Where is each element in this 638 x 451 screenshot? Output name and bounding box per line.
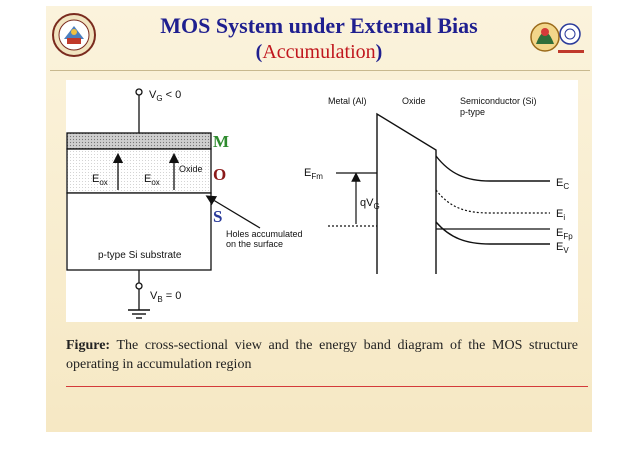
qvg-label: qVG [360,197,380,211]
band-oxide-label: Oxide [402,96,426,106]
substrate-label: p-type Si substrate [98,250,182,261]
title-divider [50,70,590,71]
holes-callout-line1: Holes accumulated [226,229,303,239]
oxide-layer [66,148,212,194]
body-voltage-label: VB = 0 [150,290,181,304]
footer-divider [66,386,588,387]
oxide-label-cross: Oxide [179,164,203,174]
metal-layer [66,132,212,150]
holes-callout-line2: on the surface [226,239,283,249]
semiconductor-letter: S [213,207,222,226]
ei-label: Ei [556,208,565,222]
efm-label: EFm [304,167,323,181]
holes-pointer-arrow [205,195,261,229]
figure-caption: Figure: The cross-sectional view and the… [66,336,578,374]
slide-subtitle: (Accumulation) [46,40,592,64]
eox-label-left: Eox [92,173,108,187]
ec-label: EC [556,177,569,191]
slide-title: MOS System under External Bias [160,13,478,38]
conduction-band [435,155,550,182]
subtitle-paren-close: ) [375,41,383,63]
efp-label: EFp [556,227,573,241]
band-semi-label-line1: Semiconductor (Si) [460,96,537,106]
intrinsic-level [435,189,550,214]
body-terminal [135,270,143,310]
ev-label: EV [556,241,569,255]
caption-text: The cross-sectional view and the energy … [66,338,578,372]
substrate-layer [66,192,212,271]
oxide-barrier [376,112,437,274]
institute-emblem-icon [530,22,584,53]
subtitle-word: Accumulation [262,41,376,63]
band-metal-label: Metal (Al) [328,96,367,106]
metal-letter: M [213,132,229,151]
gate-voltage-label: VG < 0 [149,89,181,103]
caption-lead: Figure: [66,338,111,353]
eox-label-right: Eox [144,173,160,187]
gate-terminal [135,88,143,133]
subtitle-paren-open: ( [255,41,263,63]
oxide-letter: O [213,165,226,184]
band-semi-label-line2: p-type [460,107,485,117]
university-seal-icon [52,13,96,57]
ground-icon [128,309,150,319]
valence-band [435,221,550,245]
